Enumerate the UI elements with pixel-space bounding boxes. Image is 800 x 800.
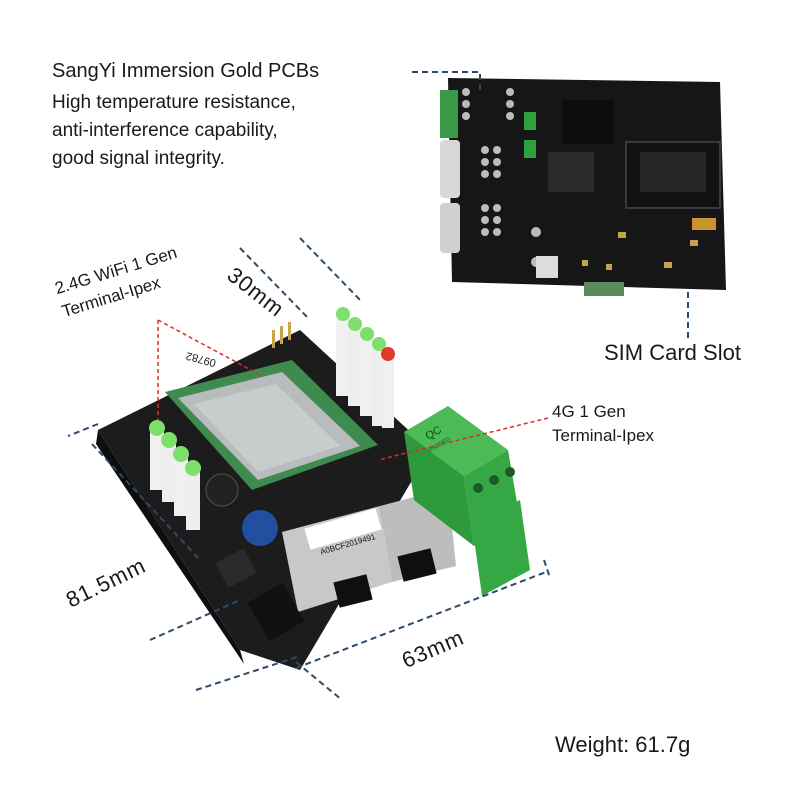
module-label: 09782	[185, 349, 218, 369]
sim-slot-label: SIM Card Slot	[604, 340, 741, 365]
pcb-title: SangYi Immersion Gold PCBs	[52, 60, 320, 82]
weight-label: Weight: 61.7g	[555, 732, 691, 757]
pcb-main-board: 09782 A0BCF2019491	[96, 307, 530, 670]
pcb-bottom-view	[440, 78, 726, 296]
callout-lines	[67, 71, 689, 701]
lte-antenna-label: 4G 1 Gen Terminal-Ipex	[552, 402, 655, 445]
red-callouts	[157, 319, 549, 461]
led-group-top	[336, 307, 395, 428]
feature-line-1: High temperature resistance,	[52, 92, 296, 113]
feature-line-3: good signal integrity.	[52, 148, 225, 169]
feature-line-2: anti-interference capability,	[52, 120, 278, 141]
led-group-left	[149, 420, 201, 530]
